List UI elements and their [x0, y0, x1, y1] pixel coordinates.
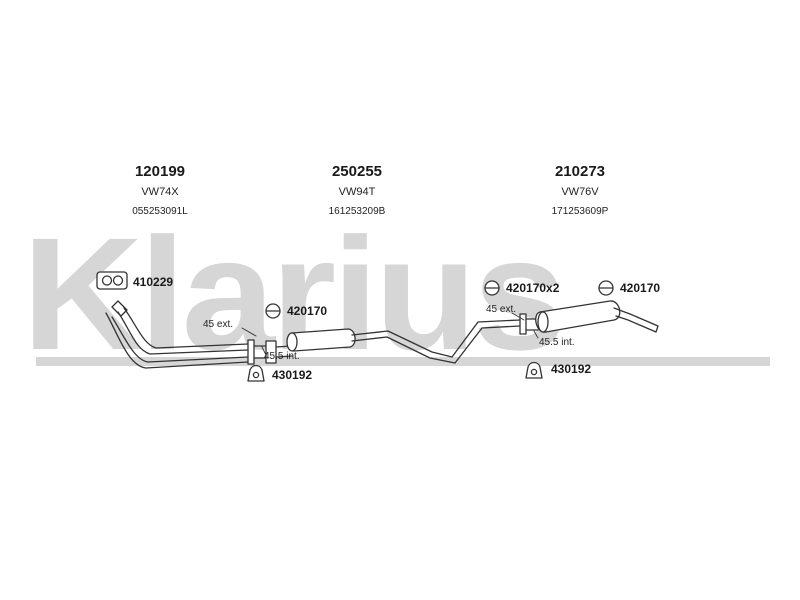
- callout-430192-front: 430192: [272, 368, 313, 382]
- rear-joint: [519, 313, 539, 335]
- dim-front-int: 45.5 int.: [264, 351, 300, 362]
- dim-rear-int: 45.5 int.: [539, 337, 575, 348]
- part-code-1: VW74X: [141, 186, 179, 198]
- part-number-1: 120199: [134, 163, 186, 180]
- part-number-3: 210273: [554, 163, 606, 180]
- rear-silencer: [535, 300, 659, 333]
- callout-430192-rear: 430192: [551, 362, 592, 376]
- callout-420170-rear: 420170: [620, 281, 661, 295]
- part-code-3: VW76V: [561, 186, 599, 198]
- gasket-icon: [96, 271, 128, 290]
- centre-silencer: [286, 328, 356, 352]
- front-pipe: [105, 300, 249, 369]
- dim-rear-ext: 45 ext.: [486, 304, 517, 315]
- clamp-icon-rear-x2: [484, 280, 500, 296]
- callout-420170x2: 420170x2: [506, 281, 560, 295]
- part-number-2: 250255: [331, 163, 383, 180]
- hanger-icon-rear: [525, 361, 543, 379]
- hanger-icon-front: [247, 364, 265, 382]
- oem-number-3: 171253609P: [551, 206, 609, 217]
- part-code-2: VW94T: [338, 186, 376, 198]
- clamp-icon-rear: [598, 280, 614, 296]
- callout-420170-front: 420170: [287, 304, 328, 318]
- oem-number-2: 161253209B: [328, 206, 386, 217]
- dim-front-ext: 45 ext.: [203, 319, 234, 330]
- callout-410229: 410229: [133, 275, 174, 289]
- watermark-underline: [36, 357, 770, 366]
- middle-pipe: [351, 319, 521, 364]
- clamp-icon-front: [265, 303, 281, 319]
- oem-number-1: 055253091L: [132, 206, 188, 217]
